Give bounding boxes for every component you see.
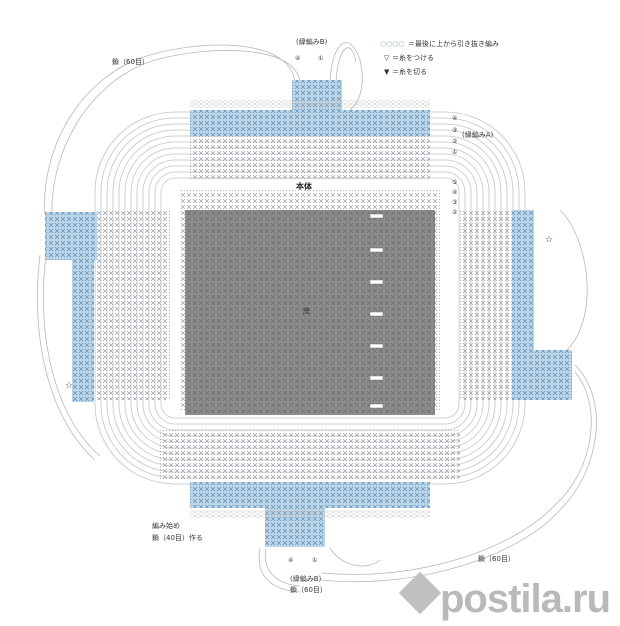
svg-text:②: ② bbox=[452, 209, 458, 216]
bottom-base bbox=[185, 210, 435, 415]
b-number-bottom-1: ④ bbox=[288, 557, 293, 564]
legend: ○○○○ ＝最後に上から引き抜き編み ▽ ＝糸をつける ▼ ＝糸を切る bbox=[380, 39, 499, 76]
legend-symbol-1: ○○○○ bbox=[380, 40, 404, 48]
chain-60-label-right: 鎖（60目） bbox=[478, 554, 515, 563]
star-marker-right: ☆ bbox=[545, 235, 553, 245]
chain-60-label-top: 鎖（60目） bbox=[112, 57, 149, 66]
legend-symbol-2: ▽ bbox=[384, 54, 390, 62]
watermark-text: postila.ru bbox=[440, 577, 610, 621]
chain-loops bbox=[37, 42, 597, 593]
chain-60-label-bottom: 鎖（60目） bbox=[290, 585, 327, 594]
edging-a-label: (縁編みA) bbox=[462, 130, 494, 139]
svg-text:③: ③ bbox=[452, 127, 457, 134]
svg-text:④: ④ bbox=[452, 189, 457, 196]
b-number-top-2: ① bbox=[318, 55, 323, 62]
b-number-bottom-2: ① bbox=[312, 557, 317, 564]
b-number-top-1: ④ bbox=[295, 55, 300, 62]
edging-b-label-top: (縁編みB) bbox=[296, 37, 328, 46]
legend-symbol-3: ▼ bbox=[384, 68, 390, 76]
star-marker-left: ☆ bbox=[65, 381, 73, 391]
slit-markers bbox=[369, 213, 384, 409]
svg-text:②: ② bbox=[452, 138, 458, 145]
legend-text-1: ＝最後に上から引き抜き編み bbox=[408, 39, 499, 48]
legend-text-2: ＝糸をつける bbox=[392, 53, 434, 62]
svg-text:⑤: ⑤ bbox=[452, 179, 457, 186]
row-numbers: ④ ③ ② ① ⑤ ④ ③ ② bbox=[452, 115, 458, 216]
start-label-1: 編み始め bbox=[152, 521, 180, 530]
svg-text:①: ① bbox=[452, 149, 457, 156]
body-label: 本体 bbox=[295, 181, 313, 191]
legend-text-3: ＝糸を切る bbox=[392, 67, 427, 76]
start-label-2: 鎖（40目）作る bbox=[152, 533, 203, 542]
center-label: 底 bbox=[303, 306, 310, 315]
edging-b-label-bottom: (縁編みB) bbox=[290, 574, 322, 583]
svg-text:③: ③ bbox=[452, 199, 457, 206]
chain-rows bbox=[190, 100, 430, 518]
watermark: postila.ru bbox=[398, 571, 611, 621]
svg-text:④: ④ bbox=[452, 115, 457, 122]
